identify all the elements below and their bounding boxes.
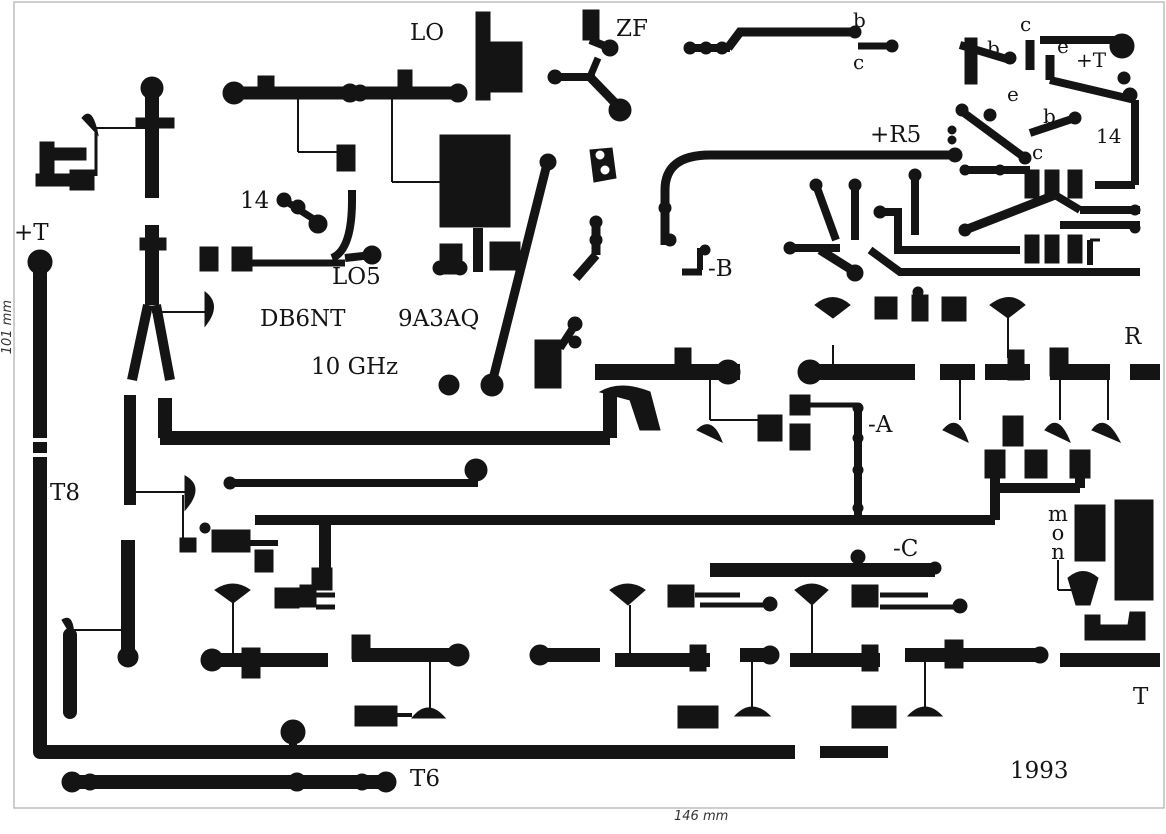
t6-trace	[61, 771, 397, 793]
label-b-top: b	[853, 8, 866, 32]
label-c-top: c	[853, 50, 865, 74]
label-year: 1993	[1010, 758, 1069, 784]
label-plus-t-left: +T	[14, 220, 49, 246]
lower-amplifier-row	[200, 549, 1160, 729]
label-b-right: b	[987, 36, 1000, 60]
label-b-right2: b	[1043, 104, 1056, 128]
label-minus-c: -C	[893, 536, 919, 562]
label-mon-n: n	[1051, 540, 1065, 564]
label-mon: m o n	[1048, 502, 1068, 564]
label-r-port: R	[1124, 324, 1142, 350]
lo-traces	[199, 11, 523, 276]
label-frequency: 10 GHz	[311, 354, 399, 380]
label-14-left: 14	[240, 188, 270, 214]
label-minus-b: -B	[708, 256, 733, 282]
label-plus-t-top: +T	[1076, 48, 1107, 72]
centre-traces	[438, 9, 632, 397]
label-plus-r5: +R5	[870, 122, 922, 148]
dimension-width: 146 mm	[674, 809, 729, 824]
label-t6: T6	[410, 766, 440, 792]
label-mon-o: o	[1051, 521, 1065, 545]
label-mon-m: m	[1048, 502, 1068, 526]
label-c-right2: c	[1032, 140, 1044, 164]
mid-bus	[211, 458, 995, 591]
label-e-right2: e	[1007, 82, 1019, 106]
mid-amplifier-row	[595, 286, 1160, 520]
monitor-block	[1057, 499, 1154, 641]
label-9a3aq: 9A3AQ	[398, 306, 480, 332]
top-right-traces	[658, 25, 1141, 282]
left-feed	[35, 76, 661, 719]
label-c-right: c	[1020, 12, 1032, 36]
label-14-right: 14	[1096, 124, 1122, 148]
label-t8: T8	[50, 480, 80, 506]
label-lo5: LO5	[332, 264, 381, 290]
label-minus-a: -A	[868, 412, 893, 438]
left-power-rail	[27, 249, 888, 759]
board-outline	[13, 1, 1165, 809]
dimension-height: 101 mm	[0, 300, 15, 355]
label-t-port: T	[1133, 684, 1149, 710]
label-e-right1: e	[1057, 34, 1069, 58]
label-zf: ZF	[616, 16, 648, 42]
label-db6nt: DB6NT	[260, 306, 346, 332]
label-lo: LO	[410, 20, 445, 46]
